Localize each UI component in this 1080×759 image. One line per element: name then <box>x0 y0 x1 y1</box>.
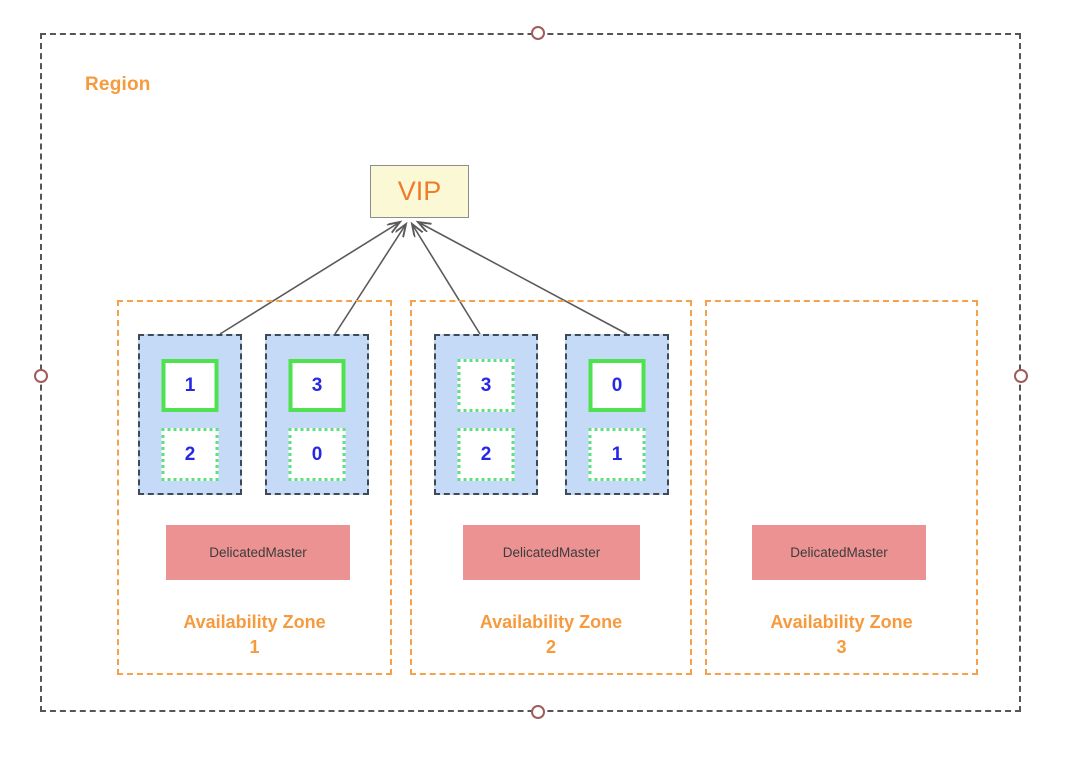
delicated-master-az2[interactable]: DelicatedMaster <box>463 525 640 580</box>
shard-az2-1-replica-a[interactable]: 3 <box>457 359 515 412</box>
shard-az2-2-replica[interactable]: 1 <box>588 428 646 481</box>
vip-node[interactable]: VIP <box>370 165 469 218</box>
availability-zone-3-label: Availability Zone 3 <box>707 610 976 659</box>
az3-name: Availability Zone <box>770 612 913 633</box>
data-node-az2-2[interactable]: 0 1 <box>565 334 669 495</box>
az1-number: 1 <box>249 636 260 657</box>
az1-name: Availability Zone <box>183 612 326 633</box>
az3-number: 3 <box>836 636 847 657</box>
resize-handle-top[interactable] <box>531 26 545 40</box>
shard-az2-2-primary[interactable]: 0 <box>588 359 646 412</box>
delicated-master-az2-label: DelicatedMaster <box>502 545 601 560</box>
shard-az1-1-replica[interactable]: 2 <box>161 428 219 481</box>
availability-zone-1[interactable]: Availability Zone 1 <box>117 300 392 675</box>
availability-zone-2-label: Availability Zone 2 <box>412 610 690 659</box>
delicated-master-az3[interactable]: DelicatedMaster <box>752 525 926 580</box>
data-node-az1-2[interactable]: 3 0 <box>265 334 369 495</box>
vip-label: VIP <box>397 176 442 206</box>
delicated-master-az1-label: DelicatedMaster <box>209 545 307 560</box>
shard-az1-2-primary[interactable]: 3 <box>288 359 346 412</box>
region-label: Region <box>85 74 151 95</box>
shard-az1-1-primary[interactable]: 1 <box>161 359 219 412</box>
shard-az2-1-replica-b[interactable]: 2 <box>457 428 515 481</box>
data-node-az1-1[interactable]: 1 2 <box>138 334 242 495</box>
availability-zone-1-label: Availability Zone 1 <box>119 610 390 659</box>
resize-handle-bottom[interactable] <box>531 705 545 719</box>
shard-az1-2-replica[interactable]: 0 <box>288 428 346 481</box>
availability-zone-3[interactable]: Availability Zone 3 <box>705 300 978 675</box>
delicated-master-az3-label: DelicatedMaster <box>790 545 888 560</box>
az2-number: 2 <box>545 636 556 657</box>
resize-handle-right[interactable] <box>1014 369 1028 383</box>
data-node-az2-1[interactable]: 3 2 <box>434 334 538 495</box>
az2-name: Availability Zone <box>479 612 623 633</box>
resize-handle-left[interactable] <box>34 369 48 383</box>
availability-zone-2[interactable]: Availability Zone 2 <box>410 300 692 675</box>
delicated-master-az1[interactable]: DelicatedMaster <box>166 525 350 580</box>
